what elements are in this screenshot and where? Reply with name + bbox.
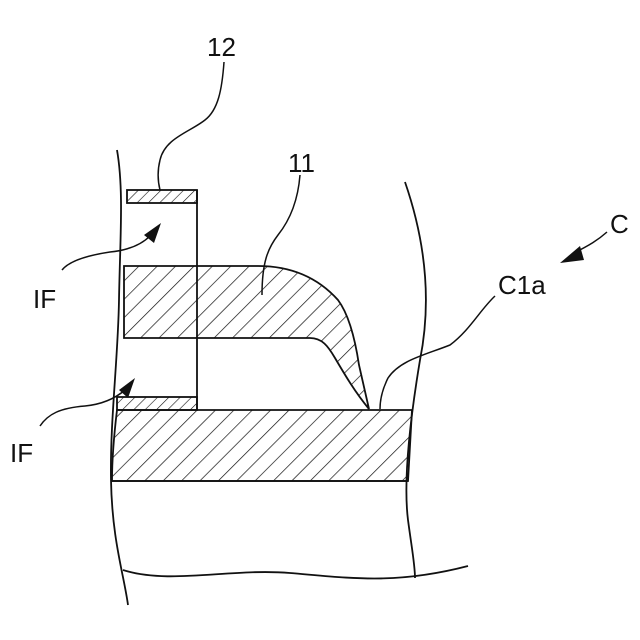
leader-c1a: [380, 296, 495, 409]
label-c: C: [610, 211, 629, 237]
label-11: 11: [288, 150, 315, 176]
label-if-upper: IF: [33, 286, 56, 312]
part-12-top-plate: [127, 190, 197, 203]
arrowhead-if-lower: [119, 378, 135, 398]
part-12-bottom-plate: [117, 397, 197, 410]
leader-if-upper: [62, 236, 150, 270]
right-break-line: [405, 182, 426, 578]
label-if-lower: IF: [10, 440, 33, 466]
label-c1a: C1a: [498, 272, 546, 298]
bottom-break-line: [123, 566, 468, 579]
base-layer: [112, 410, 412, 481]
arrowhead-c: [560, 246, 584, 263]
part-11-lip: [124, 266, 369, 409]
label-12: 12: [207, 34, 236, 60]
leader-12: [158, 62, 224, 190]
left-break-line: [111, 150, 128, 605]
